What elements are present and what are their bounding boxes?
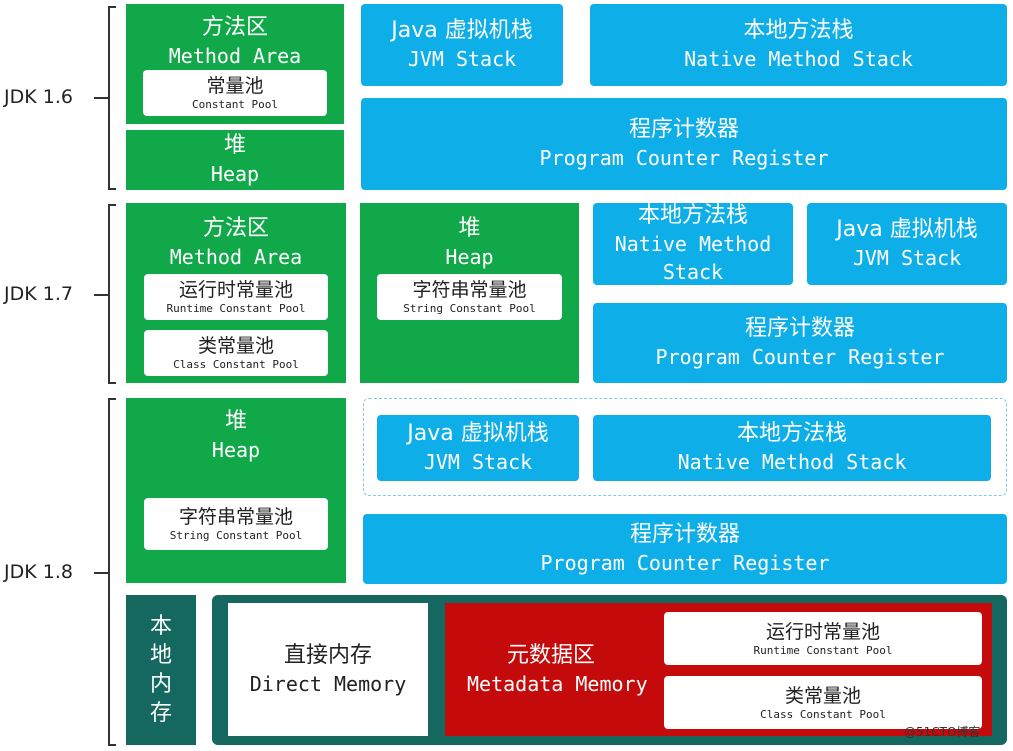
jdk17-program-counter: 程序计数器 Program Counter Register [593, 303, 1007, 383]
jdk17-runtime-pool: 运行时常量池 Runtime Constant Pool [144, 274, 328, 320]
native-stack-zh: 本地方法栈 [743, 18, 854, 43]
constant-pool-en: Constant Pool [191, 98, 279, 111]
class-pool-en: Class Constant Pool [173, 358, 299, 371]
jdk18-tick [94, 572, 108, 574]
site-watermark: @51CTO博客 [904, 725, 981, 739]
runtime-pool-en: Runtime Constant Pool [166, 302, 306, 315]
jdk18-jvm-stack: Java 虚拟机栈 JVM Stack [377, 415, 579, 481]
jdk18-label: JDK 1.8 [4, 561, 73, 583]
string-pool-zh: 字符串常量池 [178, 506, 293, 528]
jdk16-heap: 堆 Heap [126, 130, 344, 190]
jdk17-jvm-stack: Java 虚拟机栈 JVM Stack [807, 203, 1007, 285]
jvm-stack-zh: Java 虚拟机栈 [836, 217, 978, 242]
pc-en: Program Counter Register [655, 345, 945, 369]
jdk17-class-pool: 类常量池 Class Constant Pool [144, 330, 328, 376]
native-stack-en: Native Method Stack [677, 450, 907, 474]
jdk17-label: JDK 1.7 [4, 283, 73, 305]
jdk16-constant-pool: 常量池 Constant Pool [143, 70, 327, 116]
native-stack-zh: 本地方法栈 [637, 203, 748, 228]
heap-zh: 堆 [223, 133, 246, 158]
pc-en: Program Counter Register [540, 551, 830, 575]
jvm-stack-en: JVM Stack [423, 450, 533, 474]
method-area-title-zh: 方法区 [201, 15, 268, 40]
runtime-pool-zh: 运行时常量池 [765, 620, 880, 643]
jdk18-direct-memory: 直接内存 Direct Memory [228, 603, 428, 736]
method-area-title-en: Method Area [168, 44, 302, 68]
string-pool-zh: 字符串常量池 [412, 279, 527, 301]
metadata-en: Metadata Memory [467, 671, 648, 696]
jdk18-native-memory-label: 本地内存 [126, 595, 196, 745]
heap-en: Heap [210, 162, 260, 186]
heap-en: Heap [211, 438, 261, 462]
metadata-zh: 元数据区 [507, 642, 596, 668]
jdk18-heap: 堆 Heap [126, 398, 346, 583]
jdk17-tick [94, 294, 108, 296]
native-stack-en: Native Method Stack [684, 47, 913, 71]
direct-memory-en: Direct Memory [249, 671, 407, 696]
jdk18-bracket [108, 398, 116, 746]
heap-zh: 堆 [224, 409, 247, 434]
direct-memory-zh: 直接内存 [283, 642, 372, 668]
jdk18-runtime-pool: 运行时常量池 Runtime Constant Pool [664, 612, 982, 665]
jdk18-program-counter: 程序计数器 Program Counter Register [363, 514, 1007, 584]
native-memory-zh: 本地内存 [149, 614, 172, 726]
jdk18-class-pool: 类常量池 Class Constant Pool [664, 676, 982, 729]
jdk17-bracket [108, 204, 116, 384]
jvm-stack-en: JVM Stack [407, 47, 517, 71]
class-pool-en: Class Constant Pool [760, 707, 886, 721]
constant-pool-zh: 常量池 [206, 75, 264, 97]
jdk18-native-stack: 本地方法栈 Native Method Stack [593, 415, 991, 481]
method-area-title-zh: 方法区 [202, 216, 269, 241]
class-pool-zh: 类常量池 [197, 335, 274, 357]
jdk16-tick [94, 97, 108, 99]
jdk16-bracket [108, 6, 116, 190]
jdk16-label: JDK 1.6 [4, 86, 73, 108]
jdk18-thread-private-group [363, 398, 1007, 496]
jvm-stack-zh: Java 虚拟机栈 [391, 18, 533, 43]
jdk18-string-pool: 字符串常量池 String Constant Pool [144, 498, 328, 550]
string-pool-en: String Constant Pool [403, 302, 536, 315]
jdk16-jvm-stack: Java 虚拟机栈 JVM Stack [361, 4, 563, 86]
class-pool-zh: 类常量池 [784, 684, 861, 707]
native-stack-zh: 本地方法栈 [736, 421, 847, 446]
jdk16-program-counter: 程序计数器 Program Counter Register [361, 98, 1007, 190]
runtime-pool-en: Runtime Constant Pool [753, 643, 893, 657]
pc-zh: 程序计数器 [744, 316, 855, 341]
pc-zh: 程序计数器 [628, 117, 739, 142]
method-area-title-en: Method Area [169, 245, 303, 269]
jvm-stack-en: JVM Stack [852, 246, 962, 270]
runtime-pool-zh: 运行时常量池 [178, 279, 293, 301]
heap-zh: 堆 [458, 216, 481, 241]
heap-en: Heap [445, 245, 494, 269]
jdk16-native-stack: 本地方法栈 Native Method Stack [590, 4, 1007, 86]
pc-en: Program Counter Register [539, 146, 829, 170]
jdk17-native-stack: 本地方法栈 Native Method Stack [593, 203, 793, 285]
pc-zh: 程序计数器 [629, 522, 740, 547]
jdk17-string-pool: 字符串常量池 String Constant Pool [377, 274, 562, 320]
jvm-stack-zh: Java 虚拟机栈 [407, 421, 549, 446]
native-stack-en-line1: Native Method [614, 232, 772, 256]
native-stack-en-line2: Stack [662, 260, 724, 284]
string-pool-en: String Constant Pool [169, 529, 303, 542]
